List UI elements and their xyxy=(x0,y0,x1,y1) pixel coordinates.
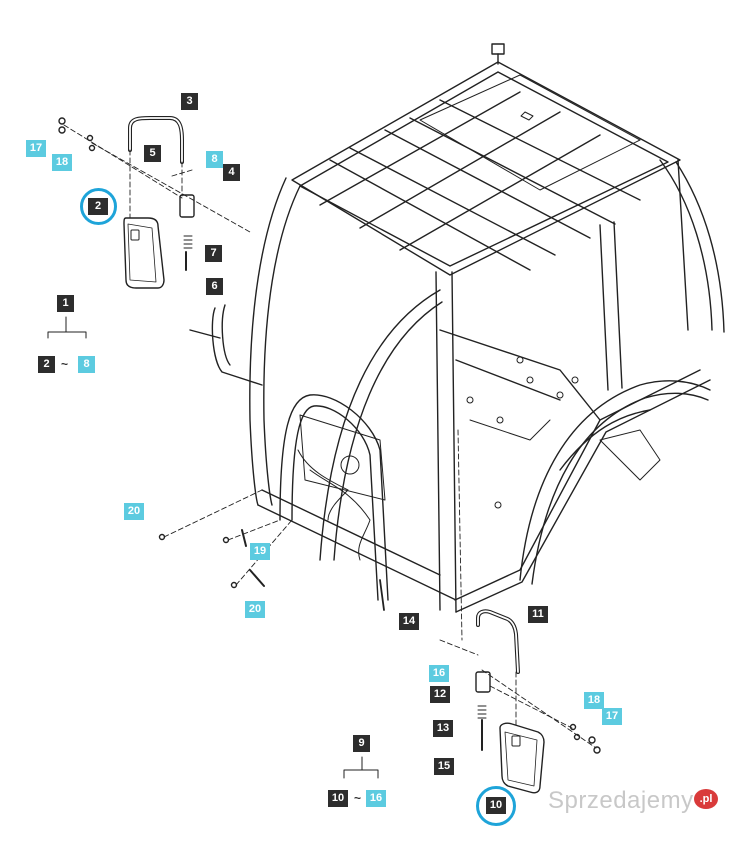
group-brackets xyxy=(47,316,379,779)
callout-17-right: 17 xyxy=(602,708,622,725)
callout-11: 11 xyxy=(528,606,548,623)
callout-5: 5 xyxy=(144,145,161,162)
callout-1: 1 xyxy=(57,295,74,312)
callout-18-right: 18 xyxy=(584,692,604,709)
callout-14: 14 xyxy=(399,613,419,630)
callout-20-upper: 20 xyxy=(124,503,144,520)
watermark-badge: .pl xyxy=(694,789,718,809)
range-separator-1: ~ xyxy=(61,357,69,371)
callout-19: 19 xyxy=(250,543,270,560)
callout-6: 6 xyxy=(206,278,223,295)
callout-17: 17 xyxy=(26,140,46,157)
callout-20-lower: 20 xyxy=(245,601,265,618)
watermark-text: Sprzedajemy xyxy=(548,787,694,814)
callout-16: 16 xyxy=(429,665,449,682)
callout-7: 7 xyxy=(205,245,222,262)
callout-12: 12 xyxy=(430,686,450,703)
highlight-ring-10 xyxy=(476,786,516,826)
callout-18: 18 xyxy=(52,154,72,171)
callout-8-range-end: 8 xyxy=(78,356,95,373)
callout-3: 3 xyxy=(181,93,198,110)
callout-9: 9 xyxy=(353,735,370,752)
callout-4: 4 xyxy=(223,164,240,181)
callout-13: 13 xyxy=(433,720,453,737)
highlight-ring-2 xyxy=(80,188,117,225)
right-mirror-assembly xyxy=(475,609,601,794)
callout-15: 15 xyxy=(434,758,454,775)
callout-8: 8 xyxy=(206,151,223,168)
range-separator-2: ~ xyxy=(354,791,362,805)
callout-16-range-end: 16 xyxy=(366,790,386,807)
door-hardware xyxy=(158,529,265,589)
left-mirror-assembly xyxy=(58,116,195,289)
callout-2-range-start: 2 xyxy=(38,356,55,373)
cab-frame xyxy=(189,43,725,613)
callout-10-range-start: 10 xyxy=(328,790,348,807)
